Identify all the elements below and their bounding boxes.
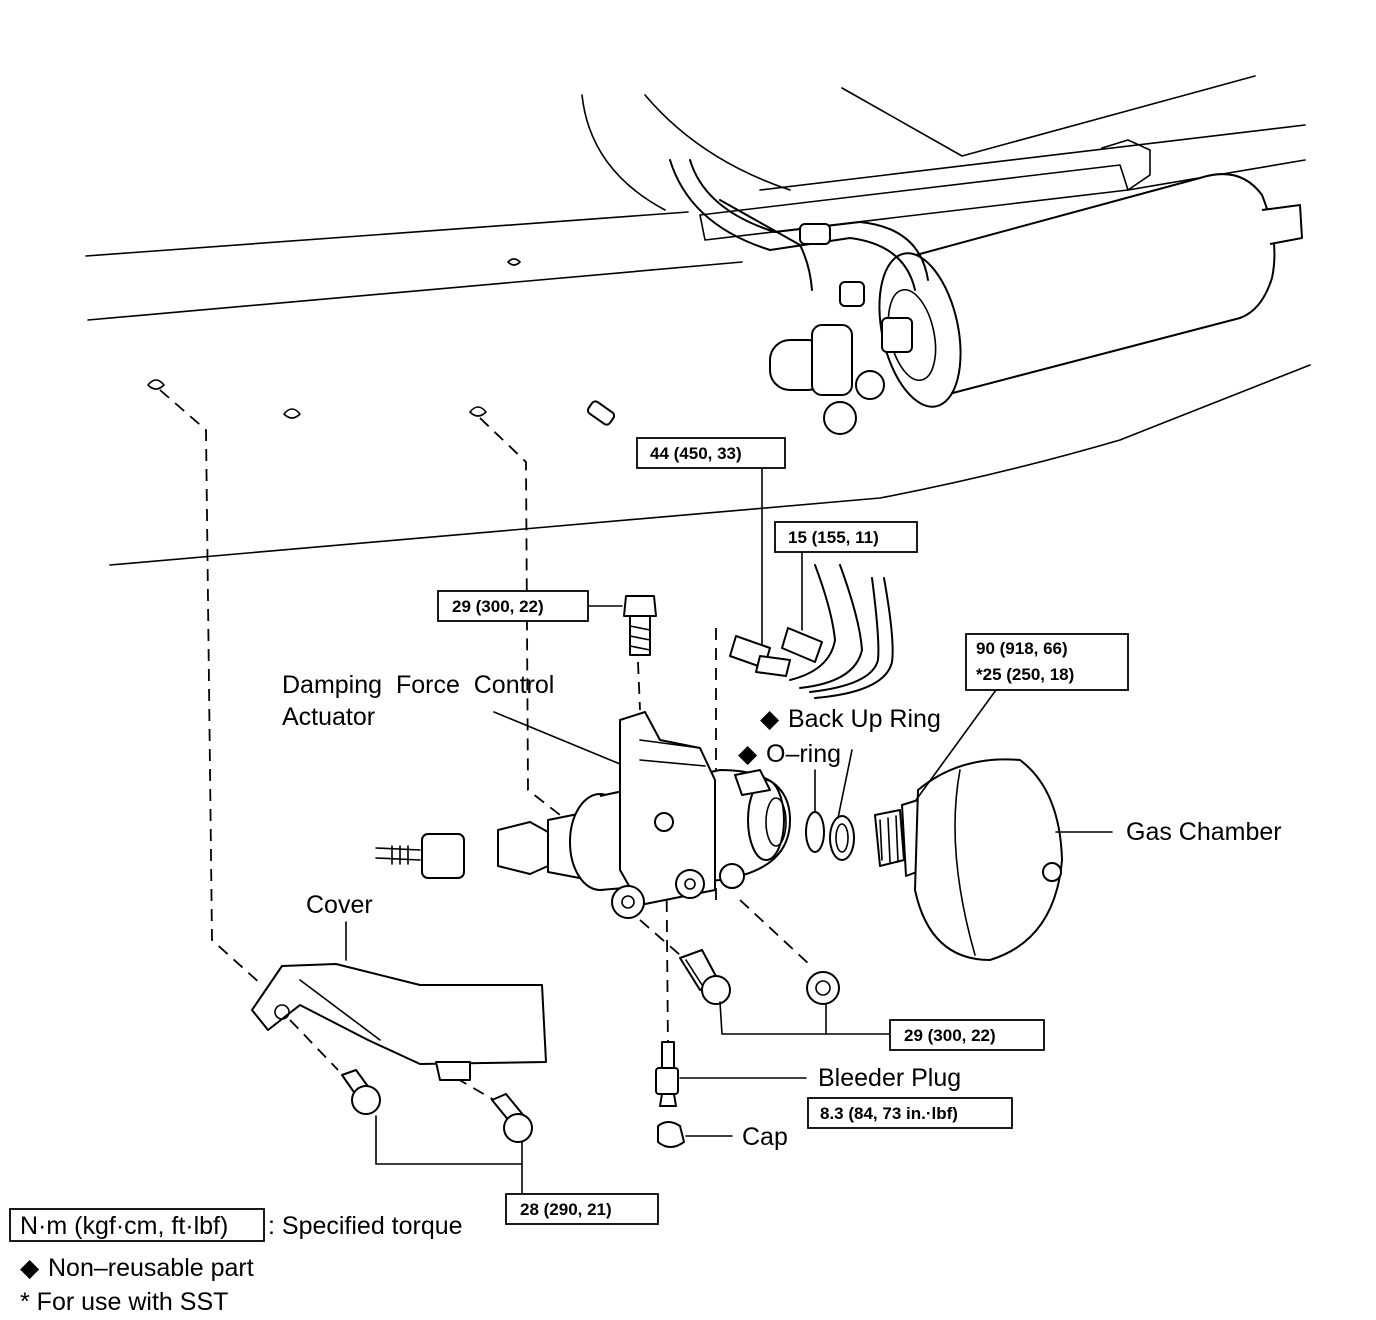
- svg-text:90 (918, 66): 90 (918, 66): [976, 639, 1068, 658]
- label-actuator-line1: Damping Force Control: [282, 671, 554, 699]
- svg-text:29 (300, 22): 29 (300, 22): [452, 597, 544, 616]
- callout-torque-90: 90 (918, 66) *25 (250, 18): [965, 633, 1129, 691]
- actuator-lower-bolts: [679, 949, 840, 1005]
- svg-text:28 (290, 21): 28 (290, 21): [520, 1200, 612, 1219]
- svg-text:8.3 (84, 73 in.·lbf): 8.3 (84, 73 in.·lbf): [820, 1104, 958, 1123]
- damping-force-control-actuator: [375, 711, 791, 919]
- label-gas-chamber: Gas Chamber: [1126, 818, 1282, 846]
- seal-rings: [805, 811, 855, 861]
- vehicle-frame: [85, 75, 1311, 566]
- label-cover: Cover: [306, 891, 373, 919]
- legend-sst-note: * For use with SST: [20, 1288, 228, 1316]
- legend: N·m (kgf·cm, ft·lbf) : Specified torque …: [9, 1208, 463, 1316]
- callout-torque-15: 15 (155, 11): [774, 521, 918, 553]
- svg-text:44 (450, 33): 44 (450, 33): [650, 444, 742, 463]
- label-actuator-line2: Actuator: [282, 703, 375, 731]
- legend-unit-box: [9, 1208, 265, 1242]
- legend-unit-text: N·m (kgf·cm, ft·lbf): [20, 1212, 228, 1240]
- cover-part: [251, 963, 547, 1081]
- leader-lines: [345, 467, 1113, 1195]
- callout-torque-44: 44 (450, 33): [636, 437, 786, 469]
- callout-torque-29-top: 29 (300, 22): [437, 590, 589, 622]
- callout-torque-29-bottom: 29 (300, 22): [889, 1019, 1045, 1051]
- callout-torque-28: 28 (290, 21): [505, 1193, 659, 1225]
- svg-text:*25 (250, 18): *25 (250, 18): [976, 665, 1074, 684]
- label-bleeder-plug: Bleeder Plug: [818, 1064, 961, 1092]
- callout-torque-8-3: 8.3 (84, 73 in.·lbf): [807, 1097, 1013, 1129]
- pressure-pipes: [729, 564, 894, 699]
- actuator-top-bolt: [623, 595, 657, 656]
- body-bolts: [147, 379, 616, 426]
- diamond-symbol-o-ring: ◆: [738, 740, 758, 768]
- diamond-symbol-back-up-ring: ◆: [760, 705, 780, 733]
- svg-text:15 (155, 11): 15 (155, 11): [788, 528, 879, 547]
- cover-bolts: [341, 1069, 533, 1143]
- label-back-up-ring: Back Up Ring: [788, 705, 941, 733]
- legend-unit-desc: : Specified torque: [268, 1212, 463, 1240]
- legend-non-reusable: Non–reusable part: [48, 1254, 254, 1282]
- suspension-cylinder: [669, 159, 1303, 435]
- svg-text:29 (300, 22): 29 (300, 22): [904, 1026, 996, 1045]
- label-cap: Cap: [742, 1123, 788, 1151]
- legend-diamond-symbol: ◆: [20, 1254, 40, 1282]
- back-up-ring-part: [829, 815, 855, 861]
- bleeder-plug-part: [655, 1041, 679, 1107]
- label-o-ring: O–ring: [766, 740, 841, 768]
- gas-chamber-part: [874, 758, 1063, 961]
- o-ring-part: [805, 811, 825, 853]
- cap-part: [657, 1121, 685, 1148]
